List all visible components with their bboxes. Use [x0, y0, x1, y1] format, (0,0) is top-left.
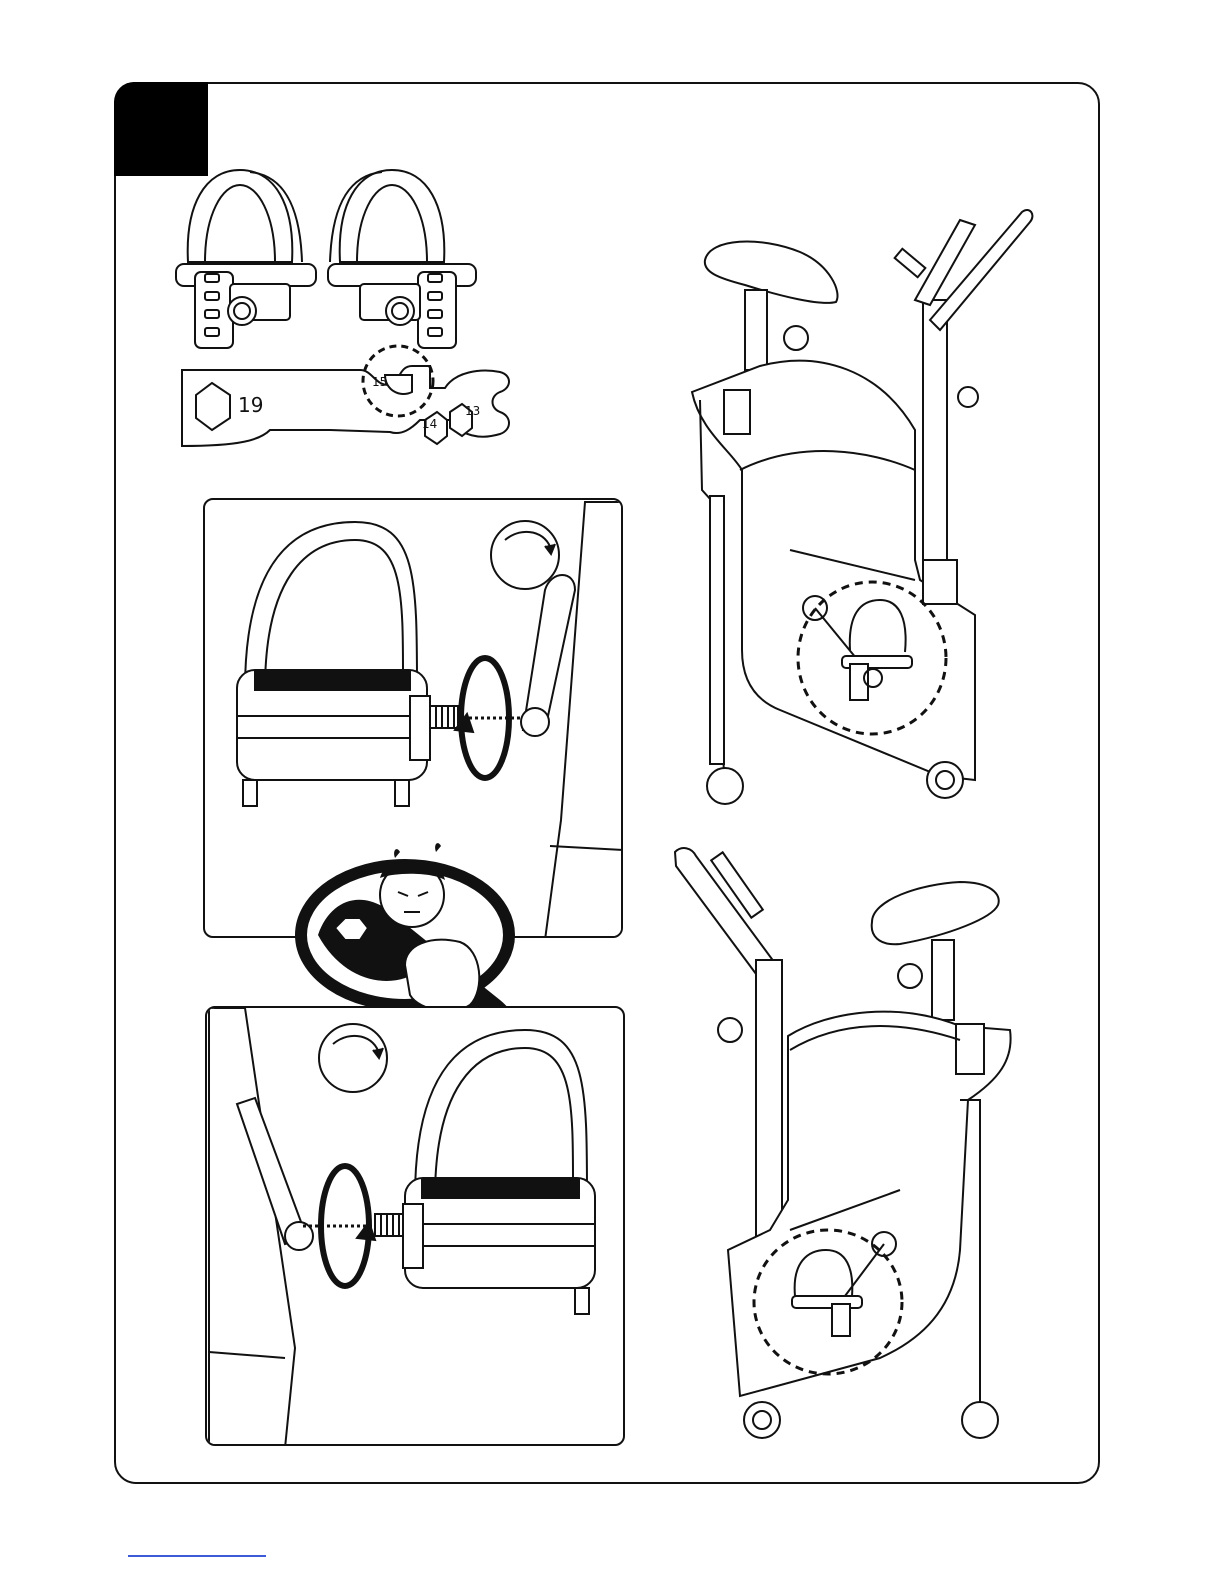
- wrench-effort-icon: [301, 843, 515, 1030]
- rotate-clockwise-icon: [319, 1024, 387, 1092]
- left-pedal-install-drawing: [207, 1008, 625, 1446]
- footer-rule: [128, 1555, 266, 1557]
- left-pedal-install-panel: [205, 1006, 625, 1446]
